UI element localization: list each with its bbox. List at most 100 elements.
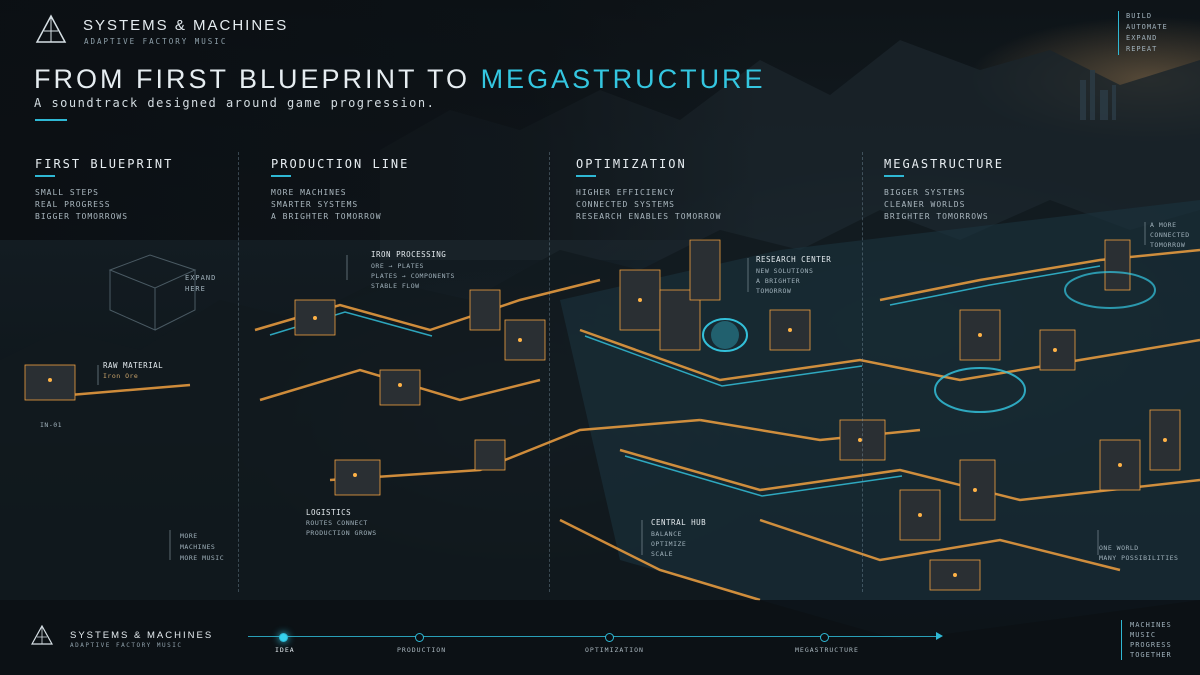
- blueprint-wireframe-cube: [108, 254, 197, 331]
- callout-central-hub-line: SCALE: [651, 550, 674, 558]
- stage-line: BRIGHTER TOMORROWS: [884, 212, 989, 221]
- stage-title-first-blueprint: FIRST BLUEPRINT: [35, 157, 174, 171]
- timeline-label-production: PRODUCTION: [397, 646, 447, 654]
- callout-iron-processing-title: IRON PROCESSING: [371, 250, 447, 259]
- callout-line: TOMORROW: [1150, 241, 1186, 249]
- tag-automate: AUTOMATE: [1126, 23, 1168, 31]
- distant-city: [1080, 70, 1116, 120]
- stage-underline-3: [576, 175, 596, 177]
- bottom-fade: [0, 600, 1200, 675]
- callout-logistics-line: ROUTES CONNECT: [306, 519, 368, 527]
- callout-research-center-line: NEW SOLUTIONS: [756, 267, 814, 275]
- stage-title-production-line: PRODUCTION LINE: [271, 157, 410, 171]
- footer-brand-name: SYSTEMS & MACHINES: [70, 630, 214, 641]
- callout-central-hub-line: OPTIMIZE: [651, 540, 687, 548]
- text-scrim: [0, 0, 760, 240]
- stage-title-optimization: OPTIMIZATION: [576, 157, 687, 171]
- callout-line: MORE: [180, 532, 198, 540]
- timeline-node-optimization[interactable]: [605, 633, 614, 642]
- stage-underline-1: [35, 175, 55, 177]
- callout-leaders: [97, 222, 1146, 560]
- stage-underline-2: [271, 175, 291, 177]
- stage-title-megastructure: MEGASTRUCTURE: [884, 157, 1004, 171]
- headline-subtitle: A soundtrack designed around game progre…: [34, 96, 436, 110]
- callout-line: ONE WORLD: [1099, 544, 1139, 552]
- timeline-arrow-icon: [936, 632, 943, 640]
- stage-line: MORE MACHINES: [271, 188, 347, 197]
- callout-line: MACHINES: [180, 543, 216, 551]
- research-core-glow: [711, 321, 739, 349]
- headline-underline: [35, 119, 67, 121]
- tag-build: BUILD: [1126, 12, 1153, 20]
- tag-together: TOGETHER: [1130, 651, 1172, 659]
- tag-expand: EXPAND: [1126, 34, 1158, 42]
- callout-logistics-title: LOGISTICS: [306, 508, 352, 517]
- timeline-node-idea[interactable]: [279, 633, 288, 642]
- stage-divider-3: [862, 152, 863, 592]
- callout-raw-material-title: RAW MATERIAL: [103, 361, 164, 370]
- tag-machines: MACHINES: [1130, 621, 1172, 629]
- callout-research-center-title: RESEARCH CENTER: [756, 255, 832, 264]
- stage-underline-4: [884, 175, 904, 177]
- stage-lines-first-blueprint: SMALL STEPS REAL PROGRESS BIGGER TOMORRO…: [35, 187, 128, 223]
- tag-music: MUSIC: [1130, 631, 1157, 639]
- callout-iron-processing-line: STABLE FLOW: [371, 282, 420, 290]
- brand-name: SYSTEMS & MACHINES: [83, 17, 289, 34]
- timeline-node-production[interactable]: [415, 633, 424, 642]
- bottom-right-tags: MACHINES MUSIC PROGRESS TOGETHER: [1121, 620, 1172, 660]
- callout-line: A MORE: [1150, 221, 1177, 229]
- callout-connected-tomorrow: A MORE CONNECTED TOMORROW: [1150, 220, 1190, 250]
- headline-prefix: FROM FIRST BLUEPRINT TO: [34, 64, 481, 94]
- stage-line: BIGGER SYSTEMS: [884, 188, 966, 197]
- hub-rings: [702, 271, 1156, 413]
- stage-line: SMARTER SYSTEMS: [271, 200, 359, 209]
- callout-line: CONNECTED: [1150, 231, 1190, 239]
- timeline-label-megastructure: MEGASTRUCTURE: [795, 646, 859, 654]
- stage-line: SMALL STEPS: [35, 188, 99, 197]
- stage-divider-2: [549, 152, 550, 592]
- stage-line: CONNECTED SYSTEMS: [576, 200, 675, 209]
- stage-lines-production-line: MORE MACHINES SMARTER SYSTEMS A BRIGHTER…: [271, 187, 382, 223]
- timeline-node-megastructure[interactable]: [820, 633, 829, 642]
- brand-logo-icon: [35, 14, 67, 43]
- stage-line: RESEARCH ENABLES TOMORROW: [576, 212, 722, 221]
- timeline-label-optimization: OPTIMIZATION: [585, 646, 644, 654]
- tag-repeat: REPEAT: [1126, 45, 1158, 53]
- top-right-tags: BUILD AUTOMATE EXPAND REPEAT: [1118, 11, 1168, 55]
- conveyor-network: [69, 248, 1200, 602]
- callout-expand-here: EXPAND HERE: [185, 273, 216, 295]
- callout-research-center-line: TOMORROW: [756, 287, 792, 295]
- headline-highlight: MEGASTRUCTURE: [480, 64, 766, 94]
- callout-research-center-line: A BRIGHTER: [756, 277, 801, 285]
- stage-lines-optimization: HIGHER EFFICIENCY CONNECTED SYSTEMS RESE…: [576, 187, 721, 223]
- node-id-label: IN-01: [40, 421, 63, 429]
- stage-line: HIGHER EFFICIENCY: [576, 188, 675, 197]
- callout-line: HERE: [185, 285, 206, 293]
- stage-line: REAL PROGRESS: [35, 200, 111, 209]
- callout-line: EXPAND: [185, 274, 217, 282]
- stage-line: A BRIGHTER TOMORROW: [271, 212, 382, 221]
- callout-line: MORE MUSIC: [180, 554, 225, 562]
- stage-line: BIGGER TOMORROWS: [35, 212, 129, 221]
- stage-lines-megastructure: BIGGER SYSTEMS CLEANER WORLDS BRIGHTER T…: [884, 187, 989, 223]
- brand-tagline: ADAPTIVE FACTORY MUSIC: [84, 37, 228, 46]
- factory-lights: [48, 298, 1167, 577]
- headline: FROM FIRST BLUEPRINT TO MEGASTRUCTURE: [34, 64, 766, 95]
- timeline-label-idea: IDEA: [275, 646, 295, 654]
- callout-raw-material-line: Iron Ore: [103, 372, 139, 380]
- footer-brand-tagline: ADAPTIVE FACTORY MUSIC: [70, 642, 183, 649]
- footer-logo-icon: [31, 625, 53, 645]
- callout-iron-processing-line: ORE → PLATES: [371, 262, 424, 270]
- stage-divider-1: [238, 152, 239, 592]
- callout-more-machines: MORE MACHINES MORE MUSIC: [180, 531, 224, 564]
- callout-central-hub-line: BALANCE: [651, 530, 682, 538]
- callout-one-world: ONE WORLD MANY POSSIBILITIES: [1099, 543, 1178, 563]
- timeline-track: [248, 636, 938, 637]
- callout-iron-processing-line: PLATES → COMPONENTS: [371, 272, 455, 280]
- stage-line: CLEANER WORLDS: [884, 200, 966, 209]
- tag-progress: PROGRESS: [1130, 641, 1172, 649]
- callout-central-hub-title: CENTRAL HUB: [651, 518, 707, 527]
- callout-line: MANY POSSIBILITIES: [1099, 554, 1179, 562]
